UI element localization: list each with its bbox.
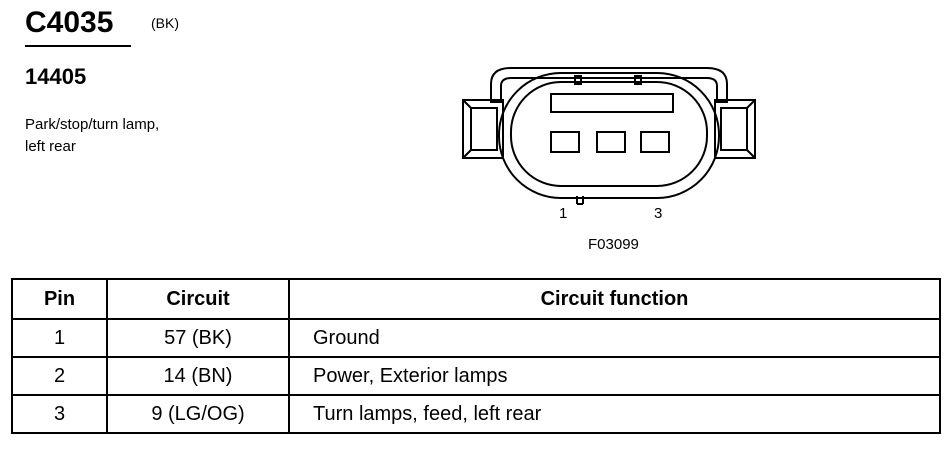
description-line-2: left rear [25, 138, 76, 155]
header-circuit: Circuit [106, 278, 290, 320]
cell-pin: 3 [11, 394, 108, 434]
figure-id: F03099 [588, 236, 639, 253]
cell-circuit: 14 (BN) [106, 356, 290, 396]
key-slot [550, 93, 674, 113]
connector-body-outer [498, 72, 720, 199]
cell-pin: 2 [11, 356, 108, 396]
connector-face-diagram [462, 67, 756, 205]
connector-body-inner [510, 81, 708, 187]
cell-circuit: 57 (BK) [106, 318, 290, 358]
left-side-tab-inner [470, 107, 498, 151]
cell-circuit: 9 (LG/OG) [106, 394, 290, 434]
cell-function: Power, Exterior lamps [288, 356, 941, 396]
right-side-tab-inner [720, 107, 748, 151]
pin-label-1: 1 [559, 205, 568, 222]
table-header-row: Pin Circuit Circuit function [11, 278, 941, 320]
latch-hood [490, 67, 728, 103]
header-pin: Pin [11, 278, 108, 320]
pin-cavity-2 [596, 131, 626, 153]
table-row: 1 57 (BK) Ground [11, 318, 941, 358]
pin-label-3: 3 [654, 205, 663, 222]
pin-cavity-3 [640, 131, 670, 153]
connector-description: Park/stop/turn lamp, left rear [25, 114, 225, 158]
top-key-left [574, 75, 582, 85]
color-code: (BK) [151, 15, 179, 31]
connector-id: C4035 [25, 6, 114, 39]
pin-cavity-1 [550, 131, 580, 153]
top-key-right [634, 75, 642, 85]
left-side-tab [462, 99, 504, 159]
cell-pin: 1 [11, 318, 108, 358]
cell-function: Turn lamps, feed, left rear [288, 394, 941, 434]
cell-function: Ground [288, 318, 941, 358]
table-row: 3 9 (LG/OG) Turn lamps, feed, left rear [11, 394, 941, 434]
part-number: 14405 [25, 64, 87, 89]
description-line-1: Park/stop/turn lamp, [25, 116, 160, 133]
right-side-tab [714, 99, 756, 159]
table-row: 2 14 (BN) Power, Exterior lamps [11, 356, 941, 396]
header-circuit-function: Circuit function [288, 278, 941, 320]
title-underline [25, 45, 131, 47]
pin-table: Pin Circuit Circuit function 1 57 (BK) G… [11, 278, 941, 434]
